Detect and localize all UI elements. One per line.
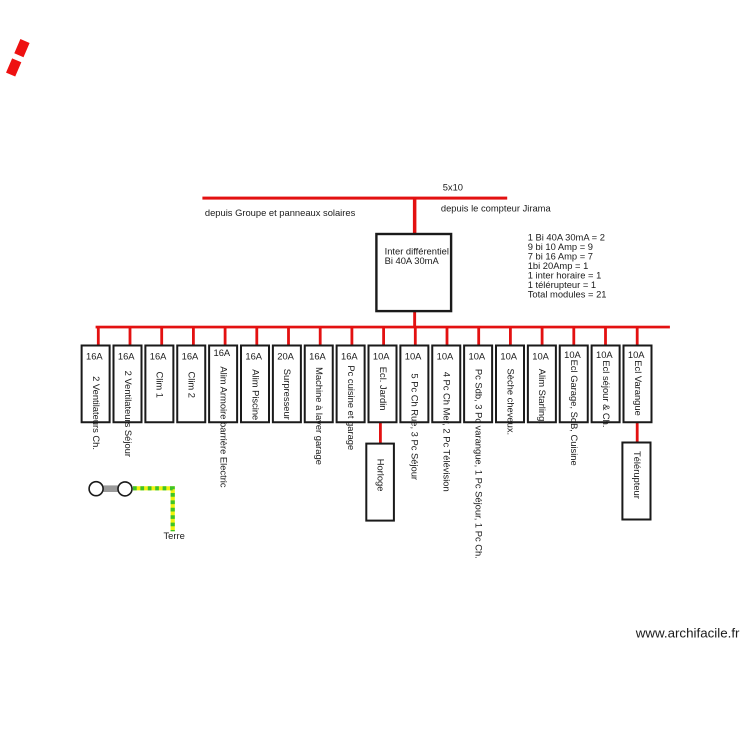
svg-text:10A: 10A (532, 351, 549, 361)
svg-text:Alim Armoire barrière Electric: Alim Armoire barrière Electric (218, 366, 228, 487)
svg-text:10A: 10A (437, 351, 454, 361)
svg-text:10A: 10A (468, 351, 485, 361)
svg-text:16A: 16A (86, 351, 103, 361)
svg-text:Horloge: Horloge (375, 459, 385, 492)
svg-text:7 bi 16 Amp = 7: 7 bi 16 Amp = 7 (528, 251, 593, 261)
svg-text:Ecl Varangue: Ecl Varangue (633, 360, 643, 416)
svg-text:Ecl. Jardin: Ecl. Jardin (378, 367, 388, 411)
svg-text:9 bi 10 Amp = 9: 9 bi 10 Amp = 9 (528, 242, 593, 252)
svg-text:Machine à laver garage: Machine à laver garage (314, 367, 324, 465)
svg-text:2 Ventilateurs Ch.: 2 Ventilateurs Ch. (91, 376, 101, 450)
svg-text:10A: 10A (596, 350, 613, 360)
svg-text:Télérupteur: Télérupteur (632, 451, 642, 499)
svg-text:Ecl Garage, SdB, Cuisine: Ecl Garage, SdB, Cuisine (569, 360, 579, 466)
svg-text:1 Bi 40A 30mA = 2: 1 Bi 40A 30mA = 2 (528, 232, 605, 242)
svg-text:Alim Starling.: Alim Starling. (537, 369, 547, 424)
svg-text:depuis le compteur Jirama: depuis le compteur Jirama (441, 204, 552, 214)
svg-text:Pc Sdb, 3 Pc varangue, 1 Pc Sé: Pc Sdb, 3 Pc varangue, 1 Pc Séjour, 1 Pc… (473, 369, 483, 559)
svg-text:16A: 16A (245, 351, 262, 361)
svg-text:Pc cuisine et garage: Pc cuisine et garage (346, 365, 356, 450)
svg-text:Clim 1: Clim 1 (155, 372, 165, 399)
svg-text:Sèche cheveux.: Sèche cheveux. (505, 369, 515, 436)
svg-text:1bi 20Amp = 1: 1bi 20Amp = 1 (528, 261, 589, 271)
svg-text:10A: 10A (500, 351, 517, 361)
svg-text:Bi 40A 30mA: Bi 40A 30mA (385, 256, 440, 266)
svg-text:16A: 16A (118, 351, 135, 361)
svg-text:10A: 10A (373, 351, 390, 361)
svg-text:10A: 10A (564, 350, 581, 360)
svg-text:10A: 10A (405, 351, 422, 361)
svg-text:4 Pc Ch Mer, 2 Pc Télévision: 4 Pc Ch Mer, 2 Pc Télévision (442, 372, 452, 492)
svg-text:1 inter horaire = 1: 1 inter horaire = 1 (528, 271, 602, 281)
svg-text:depuis Groupe et panneaux sola: depuis Groupe et panneaux solaires (205, 208, 356, 218)
svg-text:5 Pc Ch Rue, 3 Pc Séjour: 5 Pc Ch Rue, 3 Pc Séjour (410, 373, 420, 480)
svg-text:5x10: 5x10 (443, 183, 463, 193)
svg-text:20A: 20A (277, 351, 294, 361)
svg-text:Ecl séjour & Ch.: Ecl séjour & Ch. (601, 360, 611, 427)
svg-text:Alim Piscine: Alim Piscine (250, 369, 260, 420)
svg-text:1 télérupteur = 1: 1 télérupteur = 1 (528, 280, 596, 290)
svg-text:Clim 2: Clim 2 (187, 372, 197, 399)
svg-text:2 Ventilateurs Séjour: 2 Ventilateurs Séjour (123, 371, 133, 457)
svg-text:16A: 16A (182, 351, 199, 361)
svg-text:16A: 16A (150, 351, 167, 361)
svg-text:Inter différentiel: Inter différentiel (385, 247, 449, 257)
svg-text:10A: 10A (628, 350, 645, 360)
svg-text:Total modules = 21: Total modules = 21 (528, 290, 607, 300)
svg-text:Surpresseur: Surpresseur (282, 369, 292, 420)
svg-text:Terre: Terre (164, 531, 185, 541)
svg-text:www.archifacile.fr: www.archifacile.fr (635, 626, 740, 641)
svg-text:16A: 16A (213, 348, 230, 358)
svg-text:16A: 16A (309, 351, 326, 361)
svg-text:16A: 16A (341, 351, 358, 361)
